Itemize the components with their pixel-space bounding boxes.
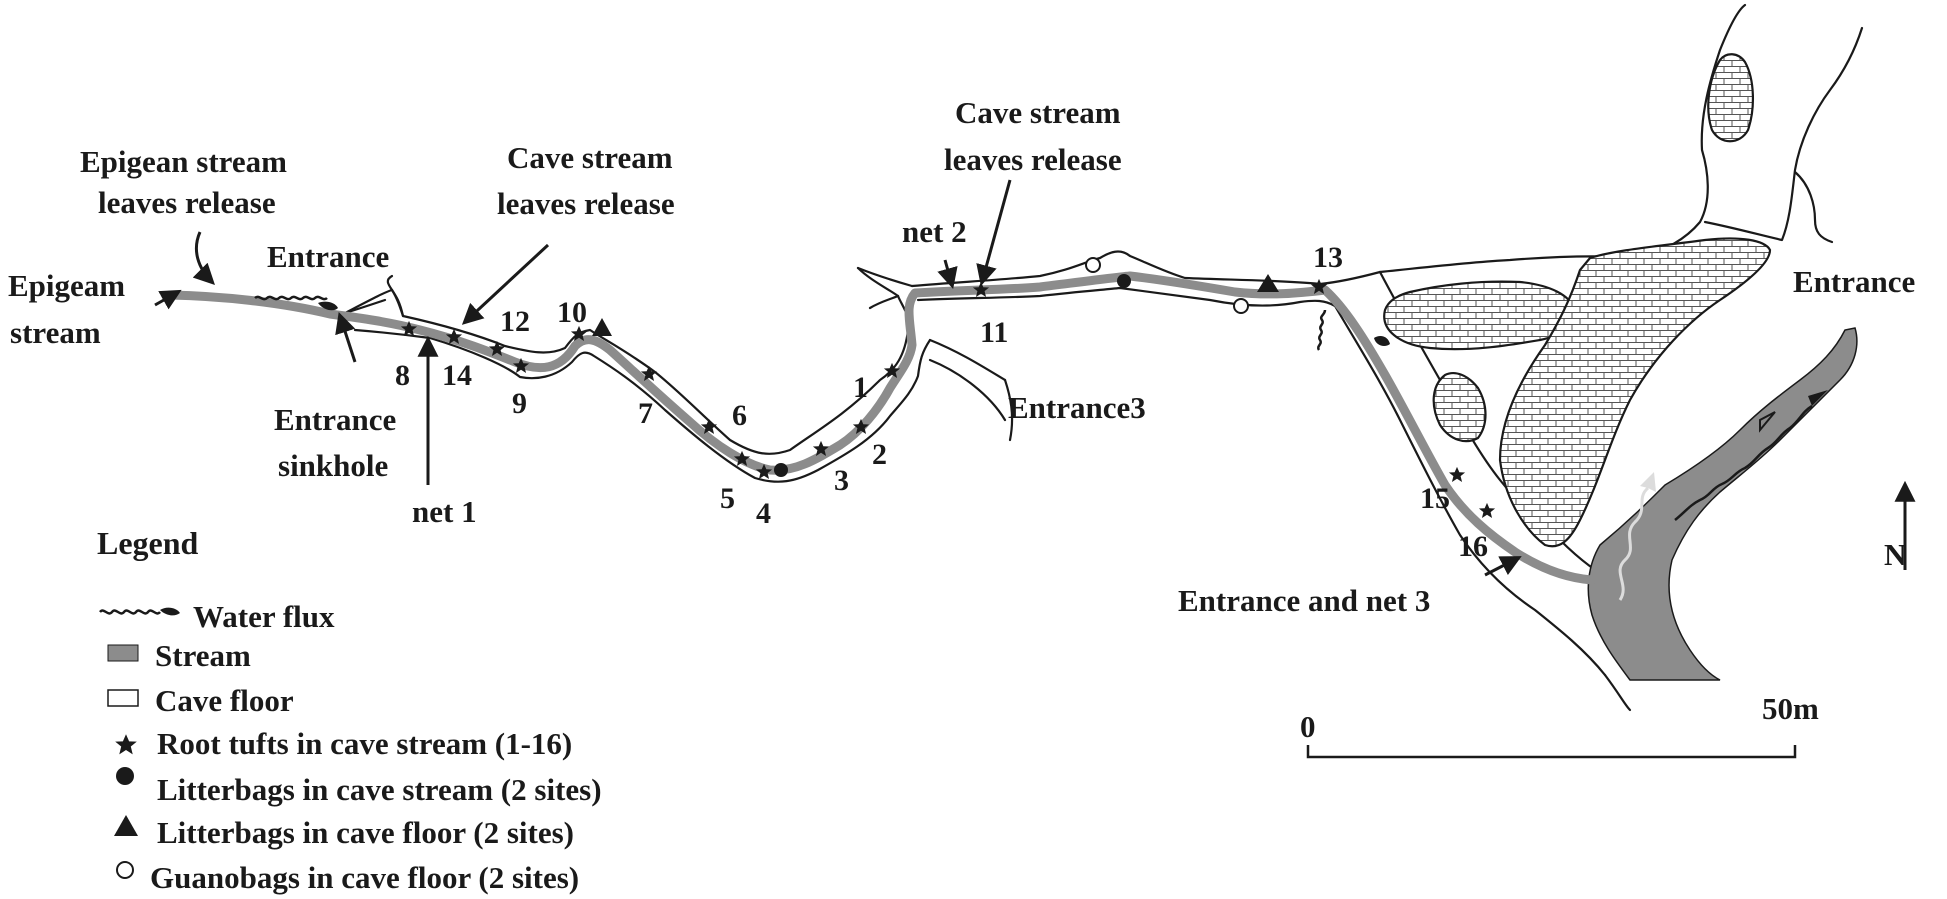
cave-stream	[165, 271, 1597, 585]
litterbag-stream-marker	[1117, 274, 1131, 288]
legend-item-stream: Stream	[107, 638, 251, 673]
site-number: 1	[853, 371, 868, 404]
cave-release-label: leaves release	[944, 142, 1122, 177]
site-number: 9	[512, 387, 527, 420]
litterbag-stream-marker	[774, 463, 788, 477]
legend-label: Water flux	[193, 599, 335, 634]
scale-bar: 0 50m	[1300, 691, 1819, 759]
site-number: 3	[834, 464, 849, 497]
site-number: 5	[720, 482, 735, 515]
north-label: N	[1884, 537, 1906, 572]
entrance-label: Entrance	[1793, 264, 1915, 299]
breakdown-areas	[1383, 53, 1772, 548]
legend-item-guanobags: Guanobags in cave floor (2 sites)	[116, 860, 579, 895]
cave-release-label: Cave stream	[955, 95, 1121, 130]
open-circle-icon	[116, 861, 134, 879]
site-number: 12	[500, 305, 530, 338]
filled-circle-icon	[116, 767, 134, 785]
entrance-sinkhole-label: Entrance	[274, 402, 396, 437]
scale-end-label: 50m	[1762, 691, 1819, 726]
epigean-release-label: Epigean stream	[80, 144, 287, 179]
litterbag-floor-marker	[592, 318, 612, 336]
scale-start-label: 0	[1300, 709, 1316, 744]
star-icon	[115, 734, 137, 755]
sampling-sites	[592, 257, 1279, 477]
star-marker	[972, 281, 990, 298]
site-number: 11	[980, 316, 1008, 349]
site-number: 13	[1313, 241, 1343, 274]
site-number: 6	[732, 399, 747, 432]
stream-swatch-icon	[107, 644, 139, 662]
guanobag-marker	[1085, 257, 1101, 273]
callout-arrows	[154, 179, 1916, 577]
entrance3-label: Entrance3	[1008, 390, 1146, 425]
cave-release-label: Cave stream	[507, 140, 673, 175]
site-number: 16	[1458, 530, 1488, 563]
site-number: 2	[872, 438, 887, 471]
legend-item-litterbag-stream: Litterbags in cave stream (2 sites)	[116, 767, 602, 807]
litterbag-floor-marker	[1257, 274, 1279, 292]
legend-label: Stream	[155, 638, 251, 673]
entrance-sinkhole-label: sinkhole	[278, 448, 388, 483]
epigean-release-label: leaves release	[98, 185, 276, 220]
site-number: 4	[756, 497, 771, 530]
net-2-label: net 2	[902, 214, 967, 249]
site-number: 8	[395, 359, 410, 392]
site-number: 14	[442, 359, 472, 392]
net-1-label: net 1	[412, 494, 477, 529]
legend-label: Litterbags in cave stream (2 sites)	[157, 772, 602, 807]
site-numbers: 1 2 3 4 5 6 7 8 9 10 11 12 13 14 15 16	[395, 241, 1488, 563]
star-marker	[1478, 502, 1496, 519]
cave-floor-swatch-icon	[107, 689, 139, 707]
map-labels: Epigean stream leaves release Epigeam st…	[8, 95, 1915, 618]
epigeam-stream-label: stream	[10, 315, 101, 350]
legend-label: Root tufts in cave stream (1-16)	[157, 726, 572, 761]
cave-release-label: leaves release	[497, 186, 675, 221]
legend-label: Litterbags in cave floor (2 sites)	[157, 815, 574, 850]
epigeam-stream-label: Epigeam	[8, 268, 125, 303]
site-number: 15	[1420, 482, 1450, 515]
epigean-stream	[1587, 327, 1858, 681]
legend-item-root-tufts: Root tufts in cave stream (1-16)	[115, 726, 572, 761]
legend-item-water-flux: Water flux	[99, 599, 335, 634]
guanobag-marker	[1233, 298, 1249, 314]
entrance-net-3-label: Entrance and net 3	[1178, 583, 1430, 618]
legend-item-cave-floor: Cave floor	[107, 683, 294, 718]
legend-label: Guanobags in cave floor (2 sites)	[150, 860, 579, 895]
legend-title: Legend	[97, 525, 199, 561]
water-flux-icon	[99, 609, 161, 615]
water-flux-lines	[254, 295, 1390, 351]
entrance-label: Entrance	[267, 239, 389, 274]
triangle-icon	[114, 815, 138, 836]
site-number: 10	[557, 296, 587, 329]
legend-item-litterbag-floor: Litterbags in cave floor (2 sites)	[114, 815, 574, 850]
legend-label: Cave floor	[155, 683, 294, 718]
site-number: 7	[638, 397, 653, 430]
legend: Legend Water flux Stream Cave floor Root…	[97, 525, 602, 895]
star-marker	[1448, 466, 1466, 483]
